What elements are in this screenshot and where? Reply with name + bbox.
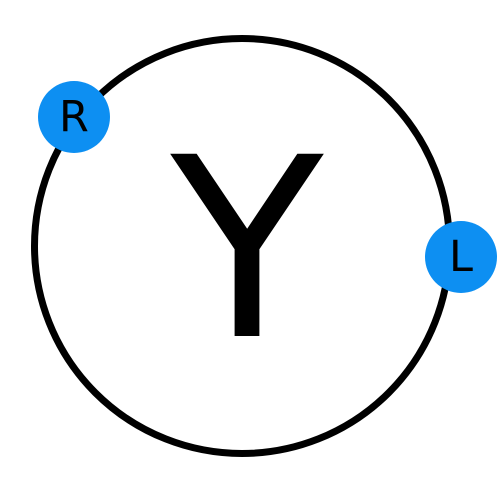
center-label: Y	[170, 104, 324, 395]
marker-l: L	[425, 221, 497, 293]
marker-l-label: L	[449, 231, 473, 282]
marker-r: R	[38, 81, 110, 153]
marker-r-label: R	[59, 91, 89, 142]
